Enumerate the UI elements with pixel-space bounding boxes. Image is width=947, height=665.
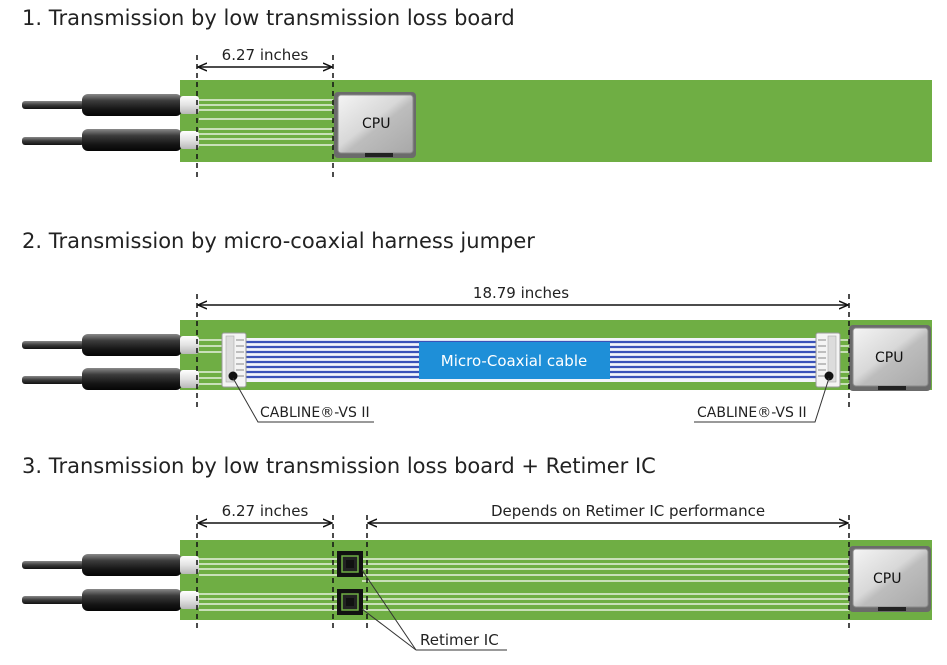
board-traces xyxy=(199,99,333,146)
dimension-right-label: Depends on Retimer IC performance xyxy=(491,502,765,520)
dimension-label: 18.79 inches xyxy=(473,284,569,302)
cable-label-box xyxy=(419,342,610,379)
pcb-board xyxy=(180,80,932,162)
connector-left-label: CABLINE®-VS II xyxy=(260,405,370,421)
cable-connector-top xyxy=(22,94,199,116)
connector-left-callout xyxy=(232,377,374,423)
cable-connector-top xyxy=(22,554,199,576)
section3-diagram: CPU 6.27 inches Depends on Retimer IC pe… xyxy=(22,502,932,651)
connector-right xyxy=(815,332,841,388)
cpu-label: CPU xyxy=(875,350,903,366)
connector-right-callout xyxy=(694,377,830,423)
retimer-label: Retimer IC xyxy=(420,631,499,649)
dimension-label: 6.27 inches xyxy=(222,46,309,64)
dimension-left-label: 6.27 inches xyxy=(222,502,309,520)
retimer-ic-bottom xyxy=(337,589,363,615)
cable-connector-bottom xyxy=(22,368,199,390)
cpu-label: CPU xyxy=(362,116,390,132)
micro-coaxial-cable: Micro-Coaxial cable xyxy=(244,338,818,382)
retimer-ic-top xyxy=(337,551,363,577)
board-traces-right xyxy=(362,558,849,611)
connector-left xyxy=(221,332,247,388)
cable-connector-bottom xyxy=(22,589,199,611)
section3-title: 3. Transmission by low transmission loss… xyxy=(22,454,656,478)
cable-connector-top xyxy=(22,334,199,356)
cpu-chip: CPU xyxy=(849,546,931,612)
section2-diagram: Micro-Coaxial cable xyxy=(22,284,932,423)
section1-title: 1. Transmission by low transmission loss… xyxy=(22,6,515,30)
retimer-callout-bottom xyxy=(361,608,417,651)
cable-label: Micro-Coaxial cable xyxy=(441,352,587,370)
board-traces-left xyxy=(199,558,338,611)
section1-diagram: CPU 6.27 inches xyxy=(22,46,932,180)
pcb-board xyxy=(180,540,932,620)
connector-right-label: CABLINE®-VS II xyxy=(697,405,807,421)
cpu-label: CPU xyxy=(873,571,901,587)
cpu-chip: CPU xyxy=(334,92,416,158)
retimer-callout-top xyxy=(361,569,417,651)
cable-connector-bottom xyxy=(22,129,199,151)
section2-title: 2. Transmission by micro-coaxial harness… xyxy=(22,229,535,253)
cpu-chip: CPU xyxy=(849,325,931,391)
